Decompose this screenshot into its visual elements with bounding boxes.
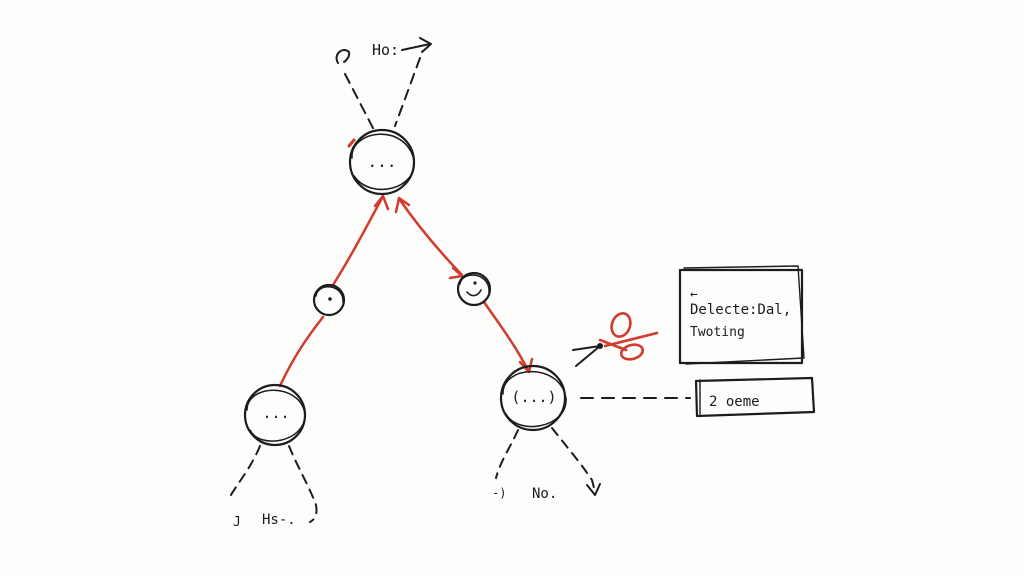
edge-right-mid-to-root (398, 198, 464, 277)
panel-upper-line1: Delecte:Dal, (690, 302, 791, 318)
info-panel-upper: ← Delecte:Dal, Twoting (678, 265, 805, 365)
root-node: ... (347, 128, 416, 196)
right-bottom-label: No. (532, 486, 557, 502)
left-middle-node (312, 283, 346, 317)
edge-left-mid-to-root (331, 196, 384, 287)
top-label: Ho: (372, 41, 399, 59)
right-leaf-node: (...) (499, 364, 567, 432)
left-leaf-subtree: J Hs-. (227, 445, 318, 530)
edge-right-arrowhead-top (394, 196, 411, 214)
edge-right-leaf (482, 300, 530, 372)
left-bottom-mark: J (233, 515, 241, 530)
left-leaf-node: ... (243, 383, 307, 447)
edge-right-arrowhead-mid (448, 266, 464, 280)
curl-mark (335, 49, 351, 64)
left-bottom-label: Hs-. (262, 512, 296, 528)
panel-upper-line2: Twoting (690, 325, 745, 340)
top-arrow-head (419, 37, 432, 53)
edge-left-leaf (278, 315, 325, 388)
right-bottom-mark: -) (492, 486, 506, 500)
edge-left-arrowhead (373, 194, 390, 211)
info-panel-lower: 2 oeme (694, 376, 816, 418)
right-middle-small-node (456, 271, 492, 307)
root-dashed-right (394, 57, 421, 127)
panel-upper-arrow: ← (690, 287, 698, 302)
right-leaf-label: (...) (511, 388, 556, 406)
panel-lower-label: 2 oeme (709, 394, 760, 410)
root-label: ... (368, 152, 397, 171)
top-arrow-line (401, 43, 431, 51)
top-annotation: Ho: (335, 37, 432, 131)
scissors-icon (572, 312, 659, 367)
right-leaf-subtree: -) No. (492, 427, 601, 502)
root-dashed-left (344, 73, 375, 131)
left-leaf-label: ... (262, 404, 289, 422)
red-edges (278, 194, 534, 388)
